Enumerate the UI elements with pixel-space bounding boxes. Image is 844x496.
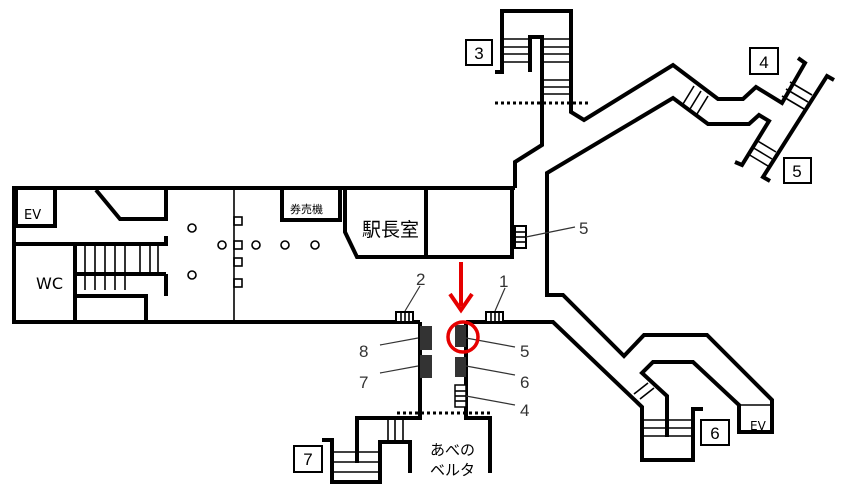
elevator-label-8: 8: [359, 342, 368, 361]
highlight-marker: [446, 262, 480, 354]
station-master-label: 駅長室: [362, 219, 419, 241]
stair-lines: [332, 38, 813, 473]
svg-text:5: 5: [792, 162, 801, 181]
leader-lines: [379, 226, 576, 406]
abeno-label: あべの: [430, 441, 475, 459]
platform-stairs: [395, 311, 504, 408]
ticket-machine-label: 券売機: [290, 202, 323, 216]
abeno-label-2: ベルタ: [430, 461, 475, 479]
highlight-circle: [446, 320, 480, 354]
exit-4: 4: [749, 47, 779, 75]
stair-label-1: 1: [499, 272, 508, 291]
exit-6: 6: [700, 419, 730, 446]
ev-label: EV: [24, 208, 41, 223]
elevator-label-7: 7: [359, 373, 368, 392]
svg-text:7: 7: [303, 450, 312, 469]
stairs-west: [84, 244, 159, 290]
exit-7: 7: [293, 445, 323, 473]
concourse-walls: [12, 9, 835, 484]
svg-text:6: 6: [710, 424, 719, 443]
stair-label-4: 4: [520, 401, 529, 420]
exit-5: 5: [783, 157, 812, 184]
ev-label-se: EV: [750, 419, 767, 433]
stair-5-east: [514, 225, 527, 249]
elevator-label-6: 6: [520, 373, 529, 392]
concourse-interior: [14, 188, 527, 322]
exit-3: 3: [465, 39, 493, 66]
stair-label-5-east: 5: [579, 219, 588, 238]
elevator-label-5: 5: [520, 342, 529, 361]
svg-text:4: 4: [759, 53, 768, 72]
wc-label: WC: [36, 274, 63, 293]
stair-label-2: 2: [416, 270, 425, 289]
svg-text:3: 3: [474, 44, 483, 63]
pillars: [187, 216, 320, 288]
